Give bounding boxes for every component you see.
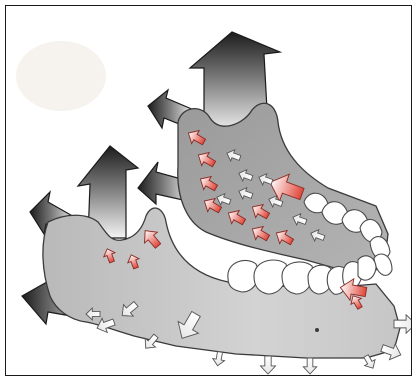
deposition-arrow-icon bbox=[260, 356, 275, 374]
deposition-arrow-icon bbox=[212, 351, 226, 367]
mental-foramen bbox=[315, 328, 319, 332]
upper-tooth bbox=[374, 254, 392, 275]
lower-tooth bbox=[358, 256, 376, 280]
deposition-arrow-icon bbox=[303, 358, 316, 374]
background-smudge bbox=[16, 41, 106, 111]
figure-frame bbox=[5, 5, 412, 376]
mandible-growth-diagram bbox=[6, 6, 412, 376]
